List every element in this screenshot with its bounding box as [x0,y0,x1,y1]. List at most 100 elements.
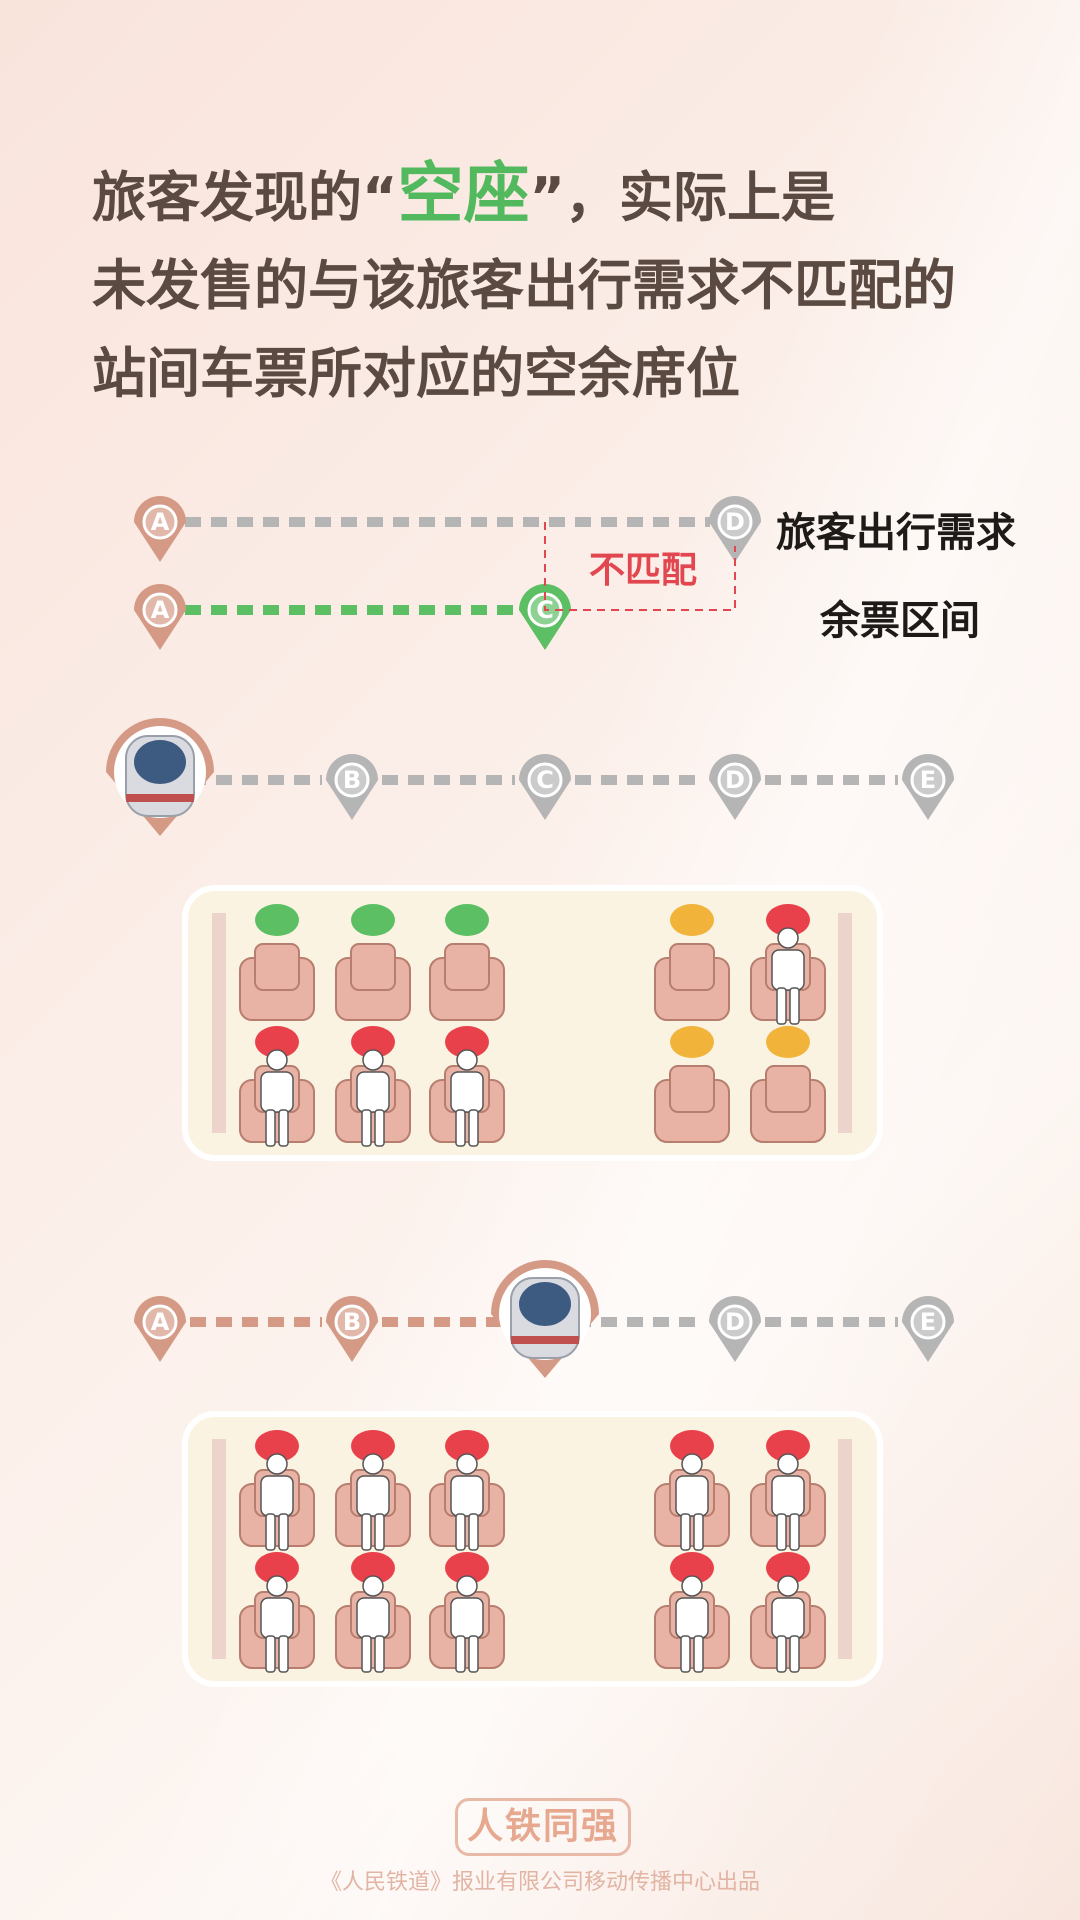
pin-ring [142,592,178,628]
person-leg [455,1109,466,1147]
pin-ring [334,762,370,798]
train-car-1 [182,885,883,1161]
station-label: A [151,1308,170,1336]
person-body [771,1597,805,1639]
ticket-status-dot [445,1430,489,1462]
headline: 旅客发现的“空座”，实际上是 未发售的与该旅客出行需求不匹配的 站间车票所对应的… [92,150,1032,418]
person-leg [693,1513,704,1551]
brand-logo: 人铁同强 [455,1798,631,1856]
ticket-status-dot [670,1552,714,1584]
pin-ring [910,762,946,798]
person-head [681,1453,703,1475]
person-head [456,1453,478,1475]
seat-back [765,1065,811,1113]
ticket-status-dot [766,1026,810,1058]
seat-back [669,943,715,991]
person-body [675,1597,709,1639]
person-head [456,1575,478,1597]
station-pin: D [709,496,761,562]
empty-seat [335,943,411,1021]
person-leg [455,1513,466,1551]
person-leg [374,1635,385,1673]
person-leg [776,1635,787,1673]
person-body [450,1597,484,1639]
person-leg [693,1635,704,1673]
headline-highlight: 空座 [397,155,530,232]
station-label: B [343,766,361,794]
person-leg [776,987,787,1025]
person-head [777,927,799,949]
station-pin: A [134,496,186,562]
station-pin: A [134,1296,186,1362]
pin-ring [717,762,753,798]
person-head [681,1575,703,1597]
ticket-status-dot [766,904,810,936]
person-body [675,1475,709,1517]
station-label: B [343,1308,361,1336]
person-body [260,1071,294,1113]
person-leg [680,1635,691,1673]
legend-demand: 旅客出行需求 [776,510,1016,556]
mismatch-bracket [544,522,736,611]
train-icon [491,1260,599,1378]
seat-back [444,943,490,991]
station-label: E [920,766,936,794]
pin-ring [717,504,753,540]
car-wall [212,913,226,1133]
person-head [362,1453,384,1475]
train-window [134,740,186,784]
ticket-status-dot [255,904,299,936]
train-car-2 [182,1411,883,1687]
car-wall [212,1439,226,1659]
pin-ring [334,1304,370,1340]
headline-line-2: 未发售的与该旅客出行需求不匹配的 [92,254,956,317]
person-leg [278,1109,289,1147]
occupied-seat [654,1575,730,1673]
station-label: A [151,508,170,536]
occupied-seat [750,927,826,1025]
headline-line-1: 旅客发现的“空座”，实际上是 [92,150,1032,242]
person-leg [374,1109,385,1147]
occupied-seat [335,1575,411,1673]
person-body [450,1475,484,1517]
car-wall [838,1439,852,1659]
station-label: A [151,596,170,624]
ticket-status-dot [351,1552,395,1584]
person-leg [265,1635,276,1673]
mismatch-label: 不匹配 [589,550,697,591]
occupied-seat [335,1049,411,1147]
station-pin: D [709,1296,761,1362]
station-label: C [536,766,554,794]
person-body [260,1597,294,1639]
station-pin: A [134,584,186,650]
ticket-status-dot [766,1430,810,1462]
person-head [362,1049,384,1071]
legend-remaining: 余票区间 [820,598,980,644]
person-body [356,1475,390,1517]
occupied-seat [239,1049,315,1147]
person-head [266,1575,288,1597]
station-pin: B [326,754,378,820]
person-body [260,1475,294,1517]
occupied-seat [750,1575,826,1673]
person-leg [265,1109,276,1147]
person-head [362,1575,384,1597]
ticket-status-dot [766,1552,810,1584]
person-head [456,1049,478,1071]
person-body [450,1071,484,1113]
station-pin: C [519,754,571,820]
person-body [771,1475,805,1517]
ticket-status-dot [351,904,395,936]
occupied-seat [429,1575,505,1673]
seat-back [254,943,300,991]
ticket-status-dot [670,904,714,936]
person-leg [789,987,800,1025]
train-window [519,1282,571,1326]
ticket-status-dot [255,1026,299,1058]
occupied-seat [429,1453,505,1551]
person-head [266,1049,288,1071]
station-label: D [725,1308,745,1336]
person-leg [265,1513,276,1551]
